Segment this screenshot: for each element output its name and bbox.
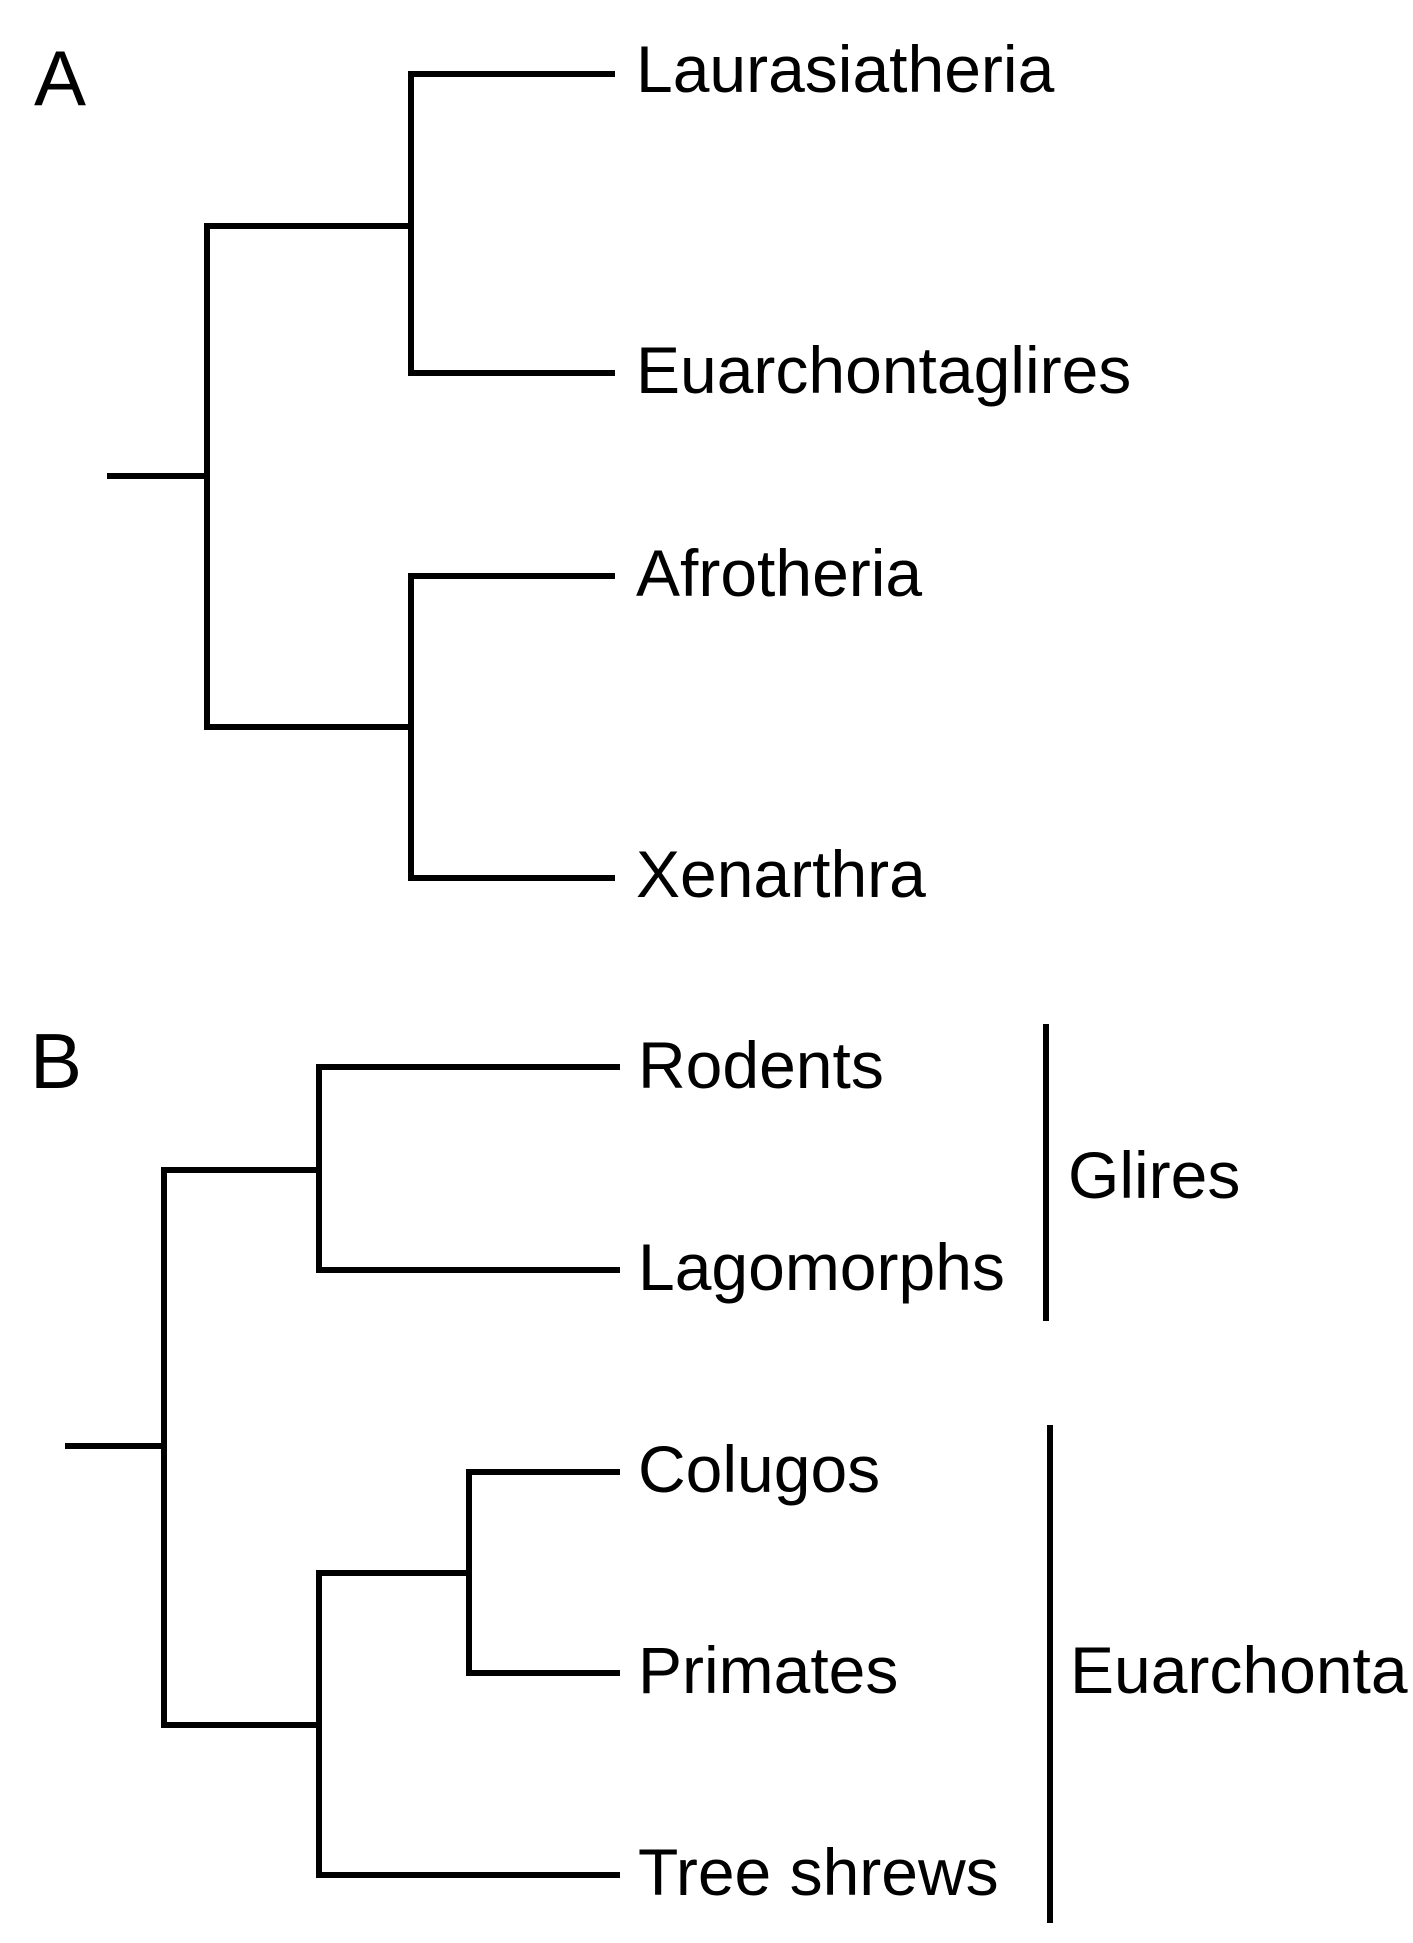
taxon-label-tree-shrews: Tree shrews [638, 1835, 999, 1909]
taxon-label-laurasiatheria: Laurasiatheria [636, 32, 1055, 106]
panel-b-label: B [30, 1017, 82, 1105]
tree-a-branches [107, 71, 615, 881]
group-label-euarchonta: Euarchonta [1070, 1633, 1408, 1707]
taxon-label-euarchontaglires: Euarchontaglires [636, 333, 1131, 407]
panel-b: B Rodents Lagomorphs Colugos Primates Tr… [30, 1017, 1408, 1923]
taxon-label-afrotheria: Afrotheria [636, 536, 922, 610]
taxon-label-rodents: Rodents [638, 1028, 884, 1102]
group-label-glires: Glires [1068, 1138, 1240, 1212]
taxon-label-colugos: Colugos [638, 1432, 880, 1506]
panel-a: A Laurasiatheria Euarchontaglires Afroth… [34, 32, 1131, 911]
tree-b-branches [65, 1064, 620, 1878]
taxon-label-xenarthra: Xenarthra [636, 837, 926, 911]
panel-a-label: A [34, 34, 86, 122]
taxon-label-primates: Primates [638, 1633, 898, 1707]
taxon-label-lagomorphs: Lagomorphs [638, 1230, 1005, 1304]
